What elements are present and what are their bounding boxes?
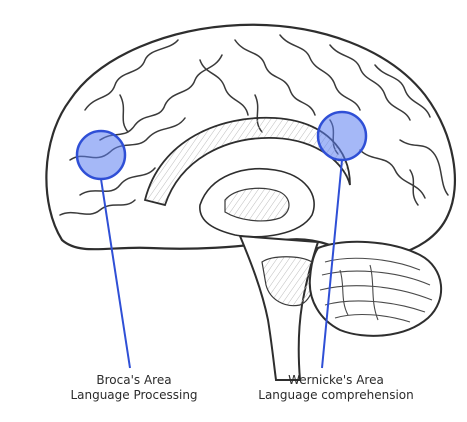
broca-area-highlight <box>77 131 125 179</box>
wernicke-name: Wernicke's Area <box>242 373 430 388</box>
wernicke-label: Wernicke's Area Language comprehension <box>242 373 430 403</box>
broca-function: Language Processing <box>60 388 208 403</box>
broca-name: Broca's Area <box>60 373 208 388</box>
broca-label: Broca's Area Language Processing <box>60 373 208 403</box>
third-ventricle <box>225 188 289 221</box>
wernicke-area-highlight <box>318 112 366 160</box>
wernicke-function: Language comprehension <box>242 388 430 403</box>
